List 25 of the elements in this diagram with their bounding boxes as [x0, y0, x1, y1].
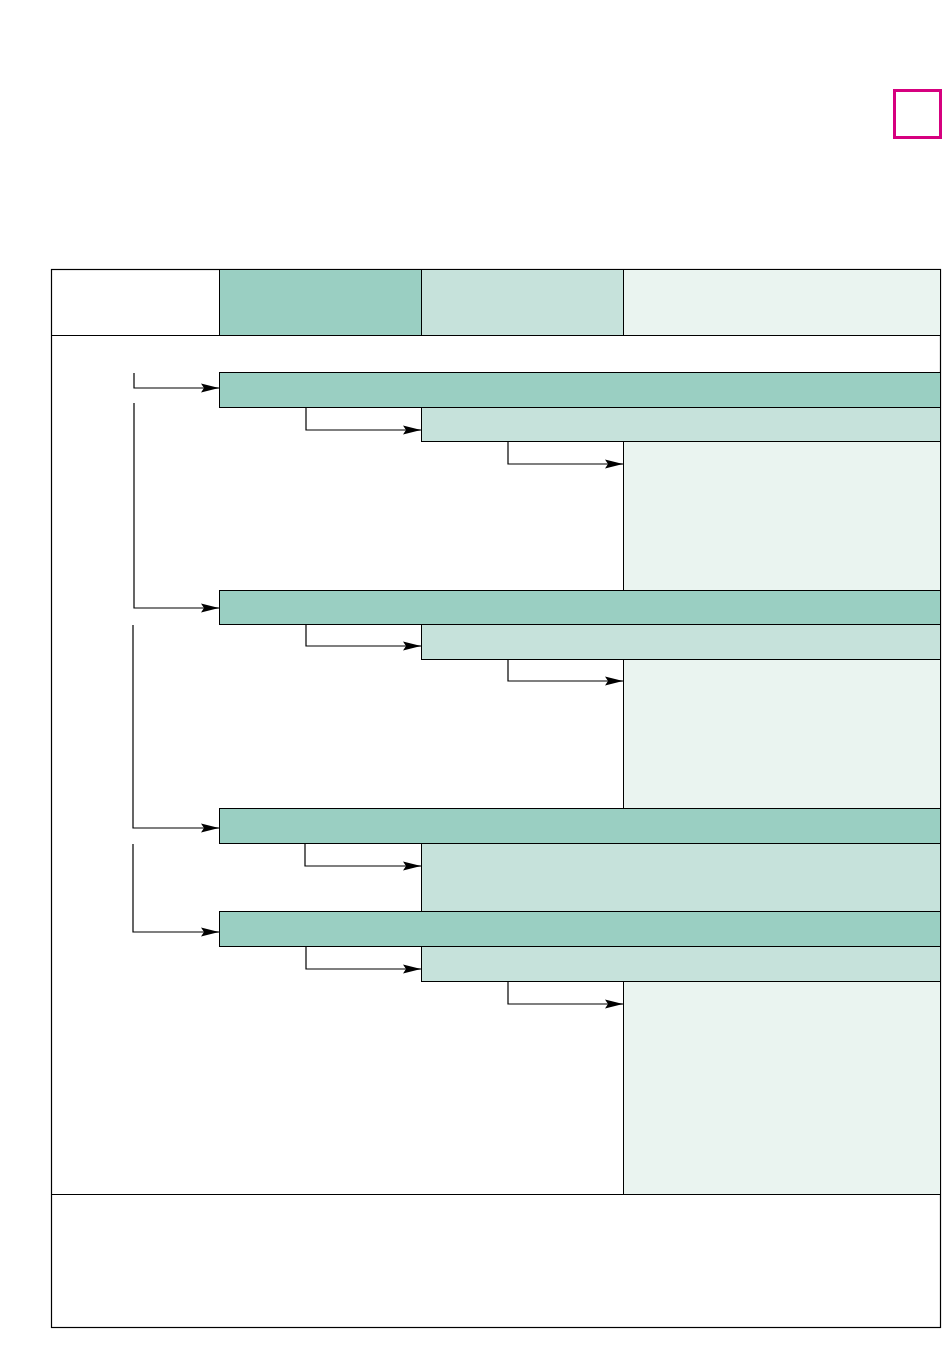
arrow	[507, 659, 624, 686]
arrow	[132, 624, 220, 833]
arrow	[305, 407, 422, 435]
detail-panel	[623, 441, 941, 591]
level-one-bar	[219, 590, 941, 625]
detail-panel	[623, 981, 941, 1195]
level-two-panel	[421, 843, 941, 912]
level-two-bar	[421, 946, 941, 982]
arrow	[133, 402, 220, 613]
level-two-bar	[421, 407, 941, 442]
arrow	[304, 843, 422, 871]
level-one-bar	[219, 808, 941, 844]
level-two-bar	[421, 624, 941, 660]
arrow	[132, 843, 220, 937]
arrow	[305, 946, 422, 974]
arrow	[507, 981, 624, 1009]
arrow	[133, 372, 220, 393]
header-cell	[623, 269, 941, 336]
level-one-bar	[219, 911, 941, 947]
level-one-bar	[219, 372, 941, 408]
arrow	[507, 441, 624, 469]
header-cell	[219, 269, 422, 336]
detail-panel	[623, 659, 941, 809]
header-cell	[421, 269, 624, 336]
arrow	[305, 624, 422, 651]
